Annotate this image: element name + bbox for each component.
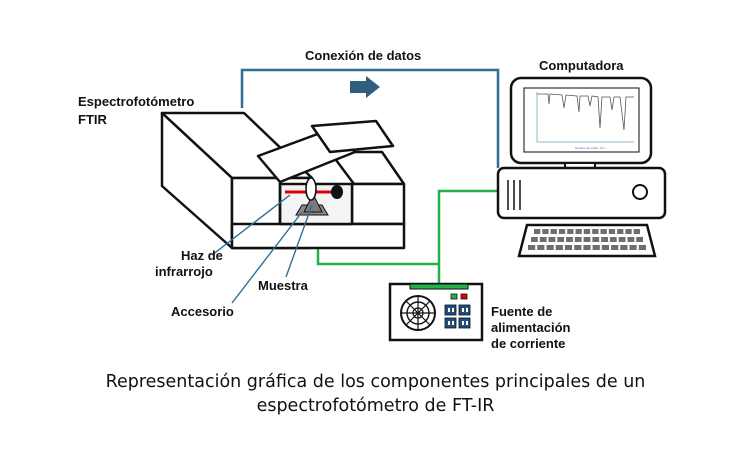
computer: Número de onda / cm⁻¹ — [496, 76, 667, 258]
leader-accessory — [231, 211, 303, 304]
keyboard-key — [557, 237, 565, 242]
caption-line1: Representación gráfica de los componente… — [105, 372, 646, 392]
keyboard-key — [583, 245, 591, 250]
keyboard-key — [548, 237, 556, 242]
screen-xaxis-label: Número de onda / cm⁻¹ — [575, 146, 606, 150]
outlets — [444, 304, 471, 329]
keyboard-key — [629, 245, 637, 250]
keyboard-key — [600, 229, 607, 234]
keyboard-key — [611, 245, 619, 250]
data-direction-arrow — [350, 76, 380, 98]
power-line-to-spectrometer — [316, 248, 439, 266]
monitor-screen — [523, 87, 640, 153]
keyboard-key — [617, 229, 624, 234]
keyboard-key — [537, 245, 545, 250]
leader-ir-beam — [211, 194, 291, 256]
label-sample: Muestra — [258, 278, 309, 293]
power-supply-green-strip — [409, 283, 469, 290]
keyboard-key — [638, 245, 646, 250]
keyboard-key — [601, 245, 609, 250]
caption-line2: espectrofotómetro de FT-IR — [256, 396, 495, 416]
power-supply — [388, 282, 484, 342]
leader-sample — [285, 204, 313, 278]
keyboard-key — [592, 245, 600, 250]
label-spectrometer-line1: Espectrofotómetro — [78, 94, 194, 109]
keyboard-key — [633, 229, 640, 234]
figure-caption: Representación gráfica de los componente… — [0, 370, 751, 418]
keyboard-key — [592, 237, 600, 242]
keyboard-key — [608, 229, 616, 234]
keyboard-key — [583, 237, 591, 242]
beam-emitter — [331, 185, 343, 199]
keyboard-key — [528, 245, 536, 250]
keyboard-key — [625, 229, 632, 234]
keyboard-key — [574, 245, 582, 250]
label-power-line1: Fuente de — [491, 304, 552, 319]
keyboard-key — [531, 237, 538, 242]
keyboard-key — [609, 237, 617, 242]
power-line-to-computer — [437, 189, 498, 284]
keyboard-key — [620, 245, 628, 250]
sample-prism — [303, 192, 323, 213]
keyboard-key — [575, 229, 582, 234]
label-spectrometer-line2: FTIR — [78, 112, 107, 127]
label-power-line3: de corriente — [491, 336, 565, 351]
indicator-red — [460, 293, 468, 300]
sample-disk — [305, 177, 317, 201]
keyboard-key — [534, 229, 541, 234]
keyboard-key — [542, 229, 549, 234]
ftir-diagram: Número de onda / cm⁻¹ — [78, 48, 667, 351]
spectrometer — [160, 111, 406, 250]
keyboard-key — [546, 245, 554, 250]
keyboard-key — [636, 237, 643, 242]
keyboard-key — [618, 237, 626, 242]
label-ir-beam-line2: infrarrojo — [155, 264, 213, 279]
keyboard-key — [564, 245, 573, 250]
data-connection-line — [240, 68, 500, 168]
keyboard-key — [550, 229, 557, 234]
keyboard-key — [555, 245, 563, 250]
computer-case — [496, 166, 667, 220]
label-power-line2: alimentación — [491, 320, 571, 335]
label-data-connection: Conexión de datos — [305, 48, 421, 63]
label-accessory: Accesorio — [171, 304, 234, 319]
keyboard-key — [567, 229, 574, 234]
keyboard-key — [566, 237, 573, 242]
keyboard-key — [539, 237, 547, 242]
keyboard-key — [574, 237, 582, 242]
keyboard-key — [592, 229, 599, 234]
keyboard-key — [627, 237, 635, 242]
keyboard-key — [601, 237, 608, 242]
screen-spectrum — [537, 93, 634, 131]
keyboard-key — [583, 229, 591, 234]
label-ir-beam-line1: Haz de — [181, 248, 223, 263]
indicator-green — [450, 293, 458, 300]
label-computer: Computadora — [539, 58, 624, 73]
keyboard-key — [558, 229, 566, 234]
